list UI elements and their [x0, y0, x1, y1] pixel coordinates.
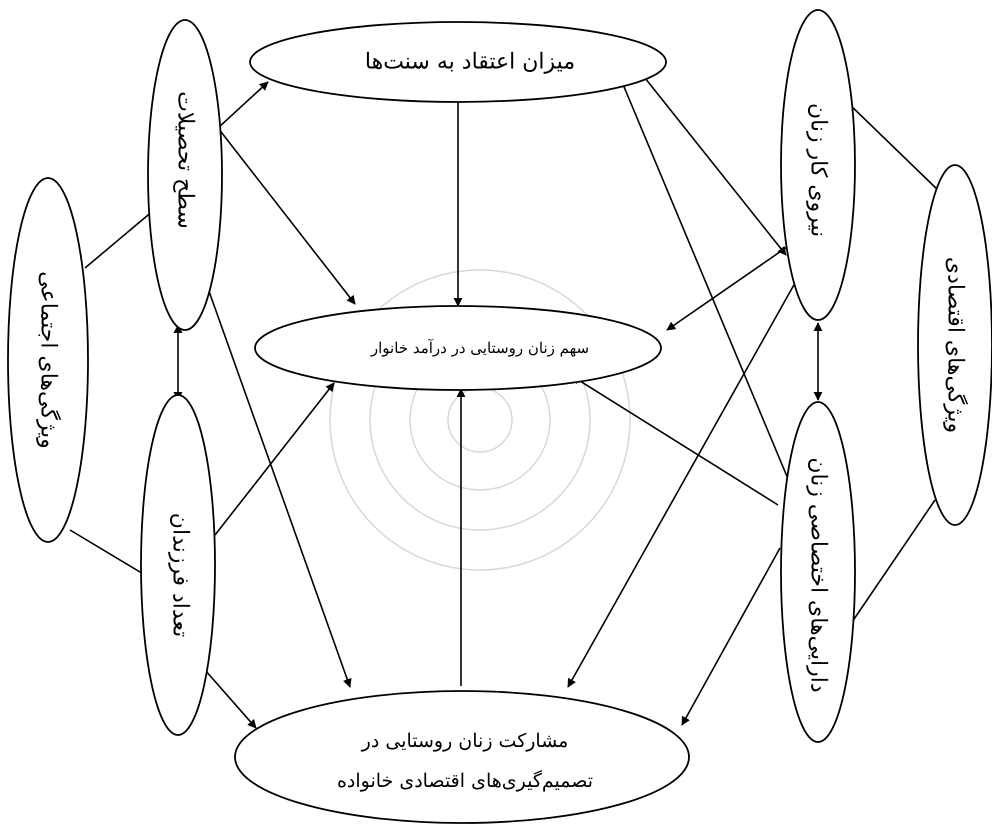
arrow-tradition-labor: [644, 77, 787, 256]
node-education: سطح تحصیلات: [147, 19, 223, 331]
node-assets-label: دارایی‌های اختصاصی زنان: [806, 457, 831, 692]
line-social-children: [69, 529, 151, 579]
arrow-tradition-assets: [621, 81, 798, 499]
node-social: ویژگی‌های اجتماعی: [7, 177, 89, 543]
line-economic-labor: [844, 99, 941, 193]
arrow-children-income: [214, 382, 335, 536]
arrows: [173, 77, 823, 729]
node-education-label: سطح تحصیلات: [173, 91, 198, 229]
node-participation-line1: مشارکت زنان روستایی در: [361, 730, 569, 752]
arrow-labor-participation: [567, 282, 796, 688]
node-children-label: تعداد فرزندان: [168, 513, 193, 637]
node-children: تعداد فرزندان: [140, 394, 216, 736]
node-participation-line2: تصمیم‌گیری‌های اقتصادی خانواده: [337, 769, 593, 792]
node-income-share-label: سهم زنان روستایی در درآمد خانوار: [370, 339, 589, 357]
connector-lines: [69, 99, 941, 626]
arrow-education-tradition: [217, 81, 269, 129]
arrow-children-participation: [204, 669, 257, 729]
line-economic-assets: [849, 499, 936, 626]
node-economic-label: ویژگی‌های اقتصادی: [943, 257, 969, 433]
arrow-education-participation: [204, 279, 352, 688]
node-income-share: سهم زنان روستایی در درآمد خانوار: [254, 305, 662, 391]
node-social-label: ویژگی‌های اجتماعی: [36, 271, 62, 448]
line-social-education: [84, 204, 161, 269]
node-labor: نیروی کار زنان: [780, 9, 856, 321]
arrow-education-income: [217, 127, 356, 305]
arrow-assets-income: [571, 375, 779, 506]
node-labor-label: نیروی کار زنان: [806, 103, 831, 237]
arrow-assets-participation: [681, 547, 781, 726]
node-participation: مشارکت زنان روستایی در تصمیم‌گیری‌های اق…: [234, 690, 690, 824]
node-assets: دارایی‌های اختصاصی زنان: [780, 401, 856, 743]
node-tradition: میزان اعتقاد به سنت‌ها: [249, 21, 667, 103]
node-tradition-label: میزان اعتقاد به سنت‌ها: [365, 50, 575, 75]
arrow-labor-income: [666, 246, 788, 331]
node-economic: ویژگی‌های اقتصادی: [917, 164, 992, 526]
